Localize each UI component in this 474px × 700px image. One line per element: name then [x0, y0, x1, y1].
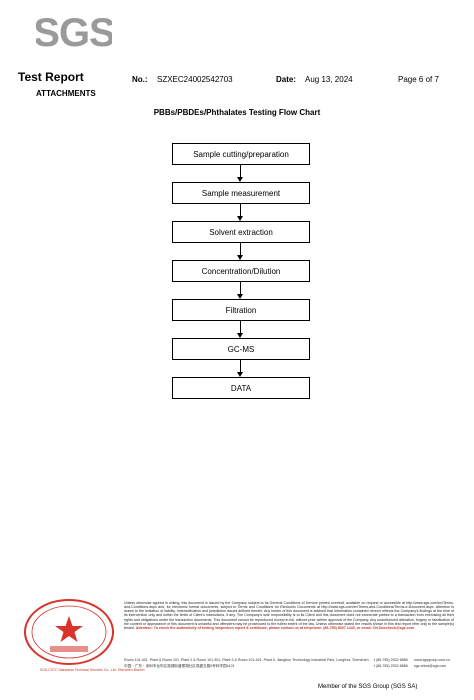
flow-connector-line [240, 165, 241, 177]
flow-step-1: Sample cutting/preparation [172, 143, 310, 165]
arrow-down-icon [237, 294, 243, 299]
flow-connector-line [240, 204, 241, 216]
flow-step-7: DATA [172, 377, 310, 399]
report-date: Aug 13, 2024 [305, 75, 353, 84]
phone-en: t (86-755) 2532 8888 [374, 658, 408, 662]
flow-chart-title: PBBs/PBDEs/Phthalates Testing Flow Chart [153, 108, 321, 117]
flow-connector-line [240, 360, 241, 372]
sgs-logo-icon: SGS [36, 11, 112, 52]
contact-row-en: Room 101-401, Plant & Room 101, Plant 2 … [124, 658, 454, 663]
report-number: SZXEC24002542703 [157, 75, 233, 84]
sgs-logo: SGS [36, 10, 112, 52]
arrow-down-icon [237, 216, 243, 221]
flow-step-4: Concentration/Dilution [172, 260, 310, 282]
page-number: Page 6 of 7 [398, 75, 439, 84]
flow-connector-line [240, 321, 241, 333]
arrow-down-icon [237, 177, 243, 182]
authenticity-notice: Attention: To check the authenticity of … [135, 625, 415, 630]
company-seal [20, 596, 118, 668]
section-heading: ATTACHMENTS [36, 89, 96, 98]
arrow-down-icon [237, 372, 243, 377]
flow-step-3: Solvent extraction [172, 221, 310, 243]
arrow-down-icon [237, 333, 243, 338]
flow-connector-line [240, 282, 241, 294]
seal-stamp-icon [24, 599, 114, 665]
phone-cn: t (86-755) 2532 8888 [374, 664, 408, 668]
website: www.sgsgroup.com.cn [414, 658, 450, 662]
legal-disclaimer: Unless otherwise agreed in writing, this… [124, 601, 454, 630]
sgs-membership: Member of the SGS Group (SGS SA) [318, 684, 418, 690]
disclaimer-text: Unless otherwise agreed in writing, this… [124, 601, 454, 630]
contact-row-cn: 中国・广东・深圳市龙华区观湖街道鹭湖社区观盛五路5号科学园4101 t (86-… [124, 664, 454, 670]
arrow-down-icon [237, 255, 243, 260]
seal-caption: SGS-CSTC Standards Technical Services Co… [40, 668, 145, 672]
address-cn: 中国・广东・深圳市龙华区观湖街道鹭湖社区观盛五路5号科学园4101 [124, 664, 235, 668]
date-label: Date: [276, 75, 297, 84]
address-en: Room 101-401, Plant & Room 101, Plant 2 … [124, 658, 370, 662]
report-number-label: No.: [132, 75, 148, 84]
flow-step-5: Filtration [172, 299, 310, 321]
flow-connector-line [240, 243, 241, 255]
svg-text:SGS: SGS [36, 11, 112, 52]
flow-step-2: Sample measurement [172, 182, 310, 204]
flow-step-6: GC-MS [172, 338, 310, 360]
email: sgs.china@sgs.com [414, 664, 447, 668]
report-title: Test Report [18, 70, 84, 84]
